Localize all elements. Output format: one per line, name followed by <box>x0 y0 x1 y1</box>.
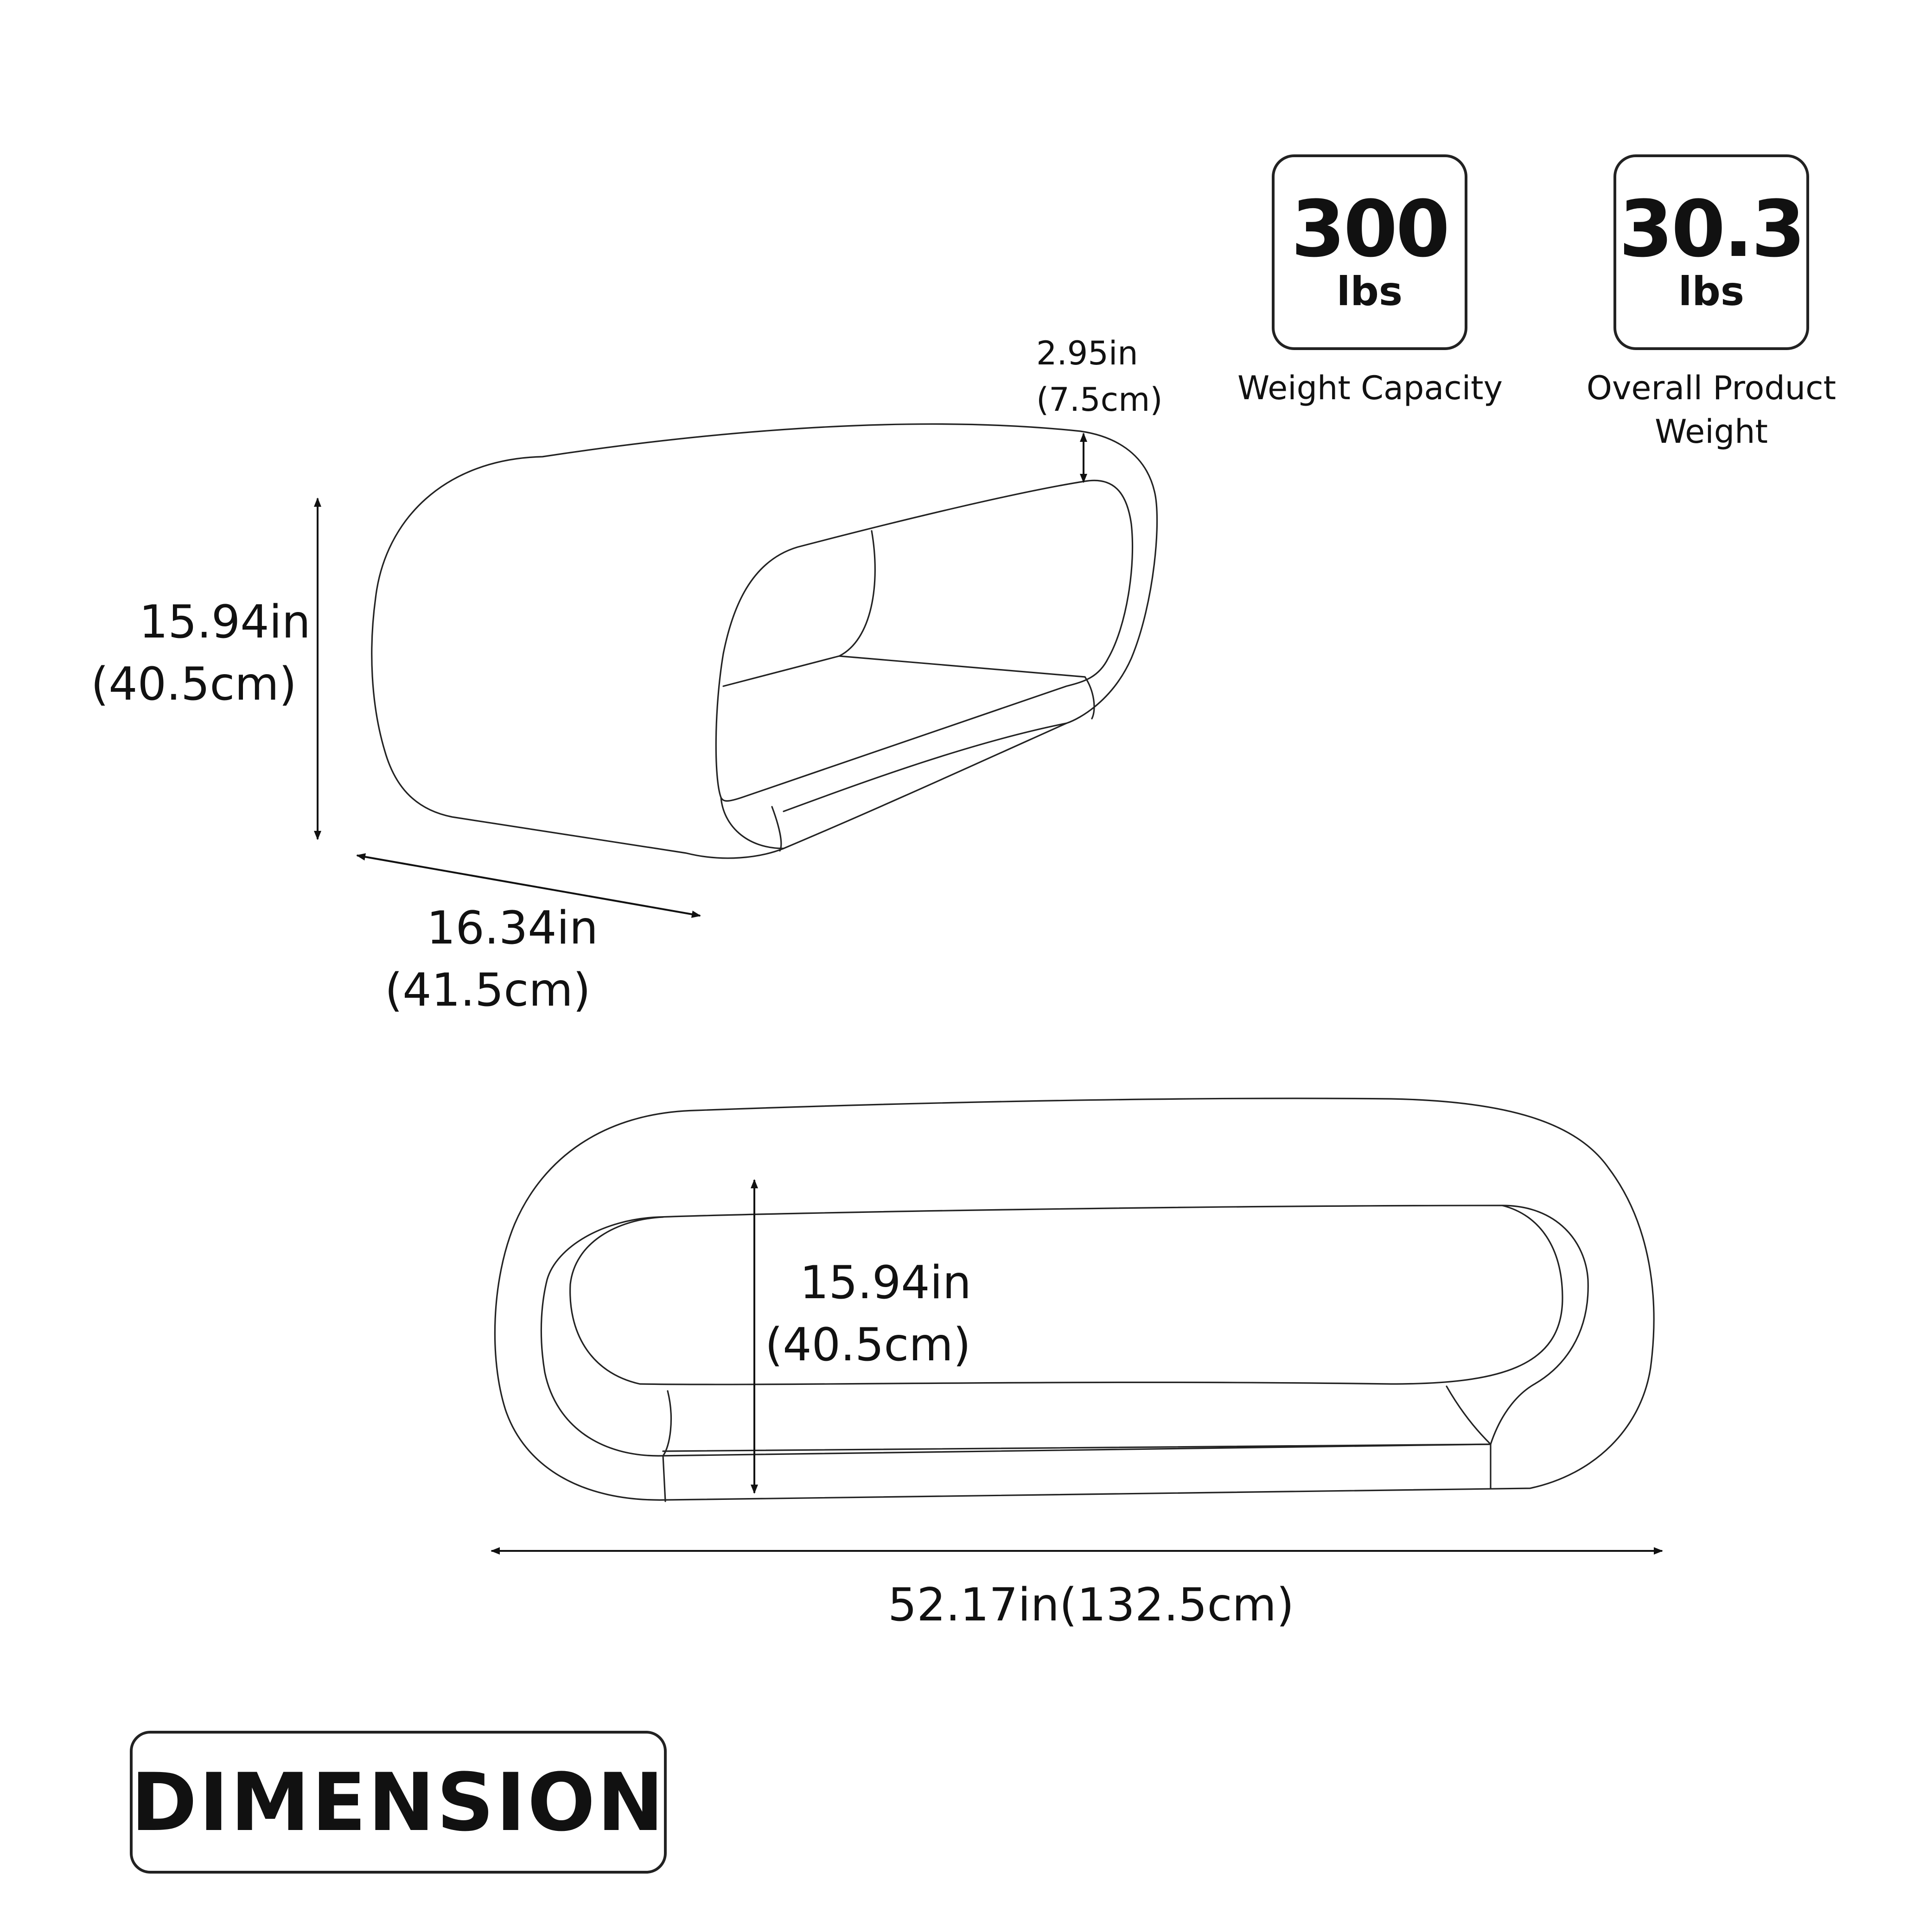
product-weight-unit: lbs <box>1678 268 1745 315</box>
side-rim-left <box>771 806 782 852</box>
weight-capacity-unit: lbs <box>1336 268 1403 315</box>
side-inner-seam <box>838 530 876 657</box>
side-seat-line <box>722 655 1086 687</box>
side-height-cm: (40.5cm) <box>90 658 297 711</box>
front-height-label: 15.94in (40.5cm) <box>765 1252 971 1376</box>
dimension-title-box: DIMENSION <box>130 1731 667 1874</box>
side-depth-dimension-line <box>356 853 701 918</box>
side-height-in: 15.94in <box>139 596 311 649</box>
weight-capacity-value: 300 <box>1291 184 1450 274</box>
side-height-label: 15.94in (40.5cm) <box>91 591 311 715</box>
weight-capacity-caption: Weight Capacity <box>1237 369 1503 407</box>
side-rim-right <box>1084 676 1095 720</box>
front-width-label: 52.17in(132.5cm) <box>888 1579 1294 1632</box>
side-thickness-label: 2.95in (7.5cm) <box>1036 330 1163 423</box>
side-depth-label: 16.34in (41.5cm) <box>385 897 598 1021</box>
side-depth-cm: (41.5cm) <box>385 964 591 1017</box>
side-bottom-rim <box>783 722 1067 812</box>
front-height-cm: (40.5cm) <box>765 1319 971 1371</box>
product-weight-badge: 30.3 lbs <box>1613 154 1809 350</box>
front-view-bench <box>494 1097 1655 1502</box>
side-thickness-cm: (7.5cm) <box>1036 381 1163 419</box>
side-depth-in: 16.34in <box>427 902 598 955</box>
front-inner-opening <box>540 1205 1589 1457</box>
front-seat-cushion <box>569 1205 1563 1385</box>
dimension-title: DIMENSION <box>131 1755 666 1849</box>
side-outer-outline <box>371 423 1158 859</box>
product-weight-caption: Overall Product Weight <box>1586 369 1836 451</box>
front-base-seam-right <box>1446 1385 1492 1489</box>
side-view-bench <box>371 423 1158 859</box>
side-inner-opening <box>715 479 1134 802</box>
front-height-in: 15.94in <box>800 1256 971 1309</box>
front-base-seam-left <box>662 1390 672 1502</box>
side-front-rim <box>720 797 784 849</box>
weight-capacity-badge: 300 lbs <box>1272 154 1467 350</box>
front-outer-outline <box>494 1097 1655 1501</box>
product-weight-value: 30.3 <box>1619 184 1806 274</box>
side-thickness-in: 2.95in <box>1036 334 1138 372</box>
